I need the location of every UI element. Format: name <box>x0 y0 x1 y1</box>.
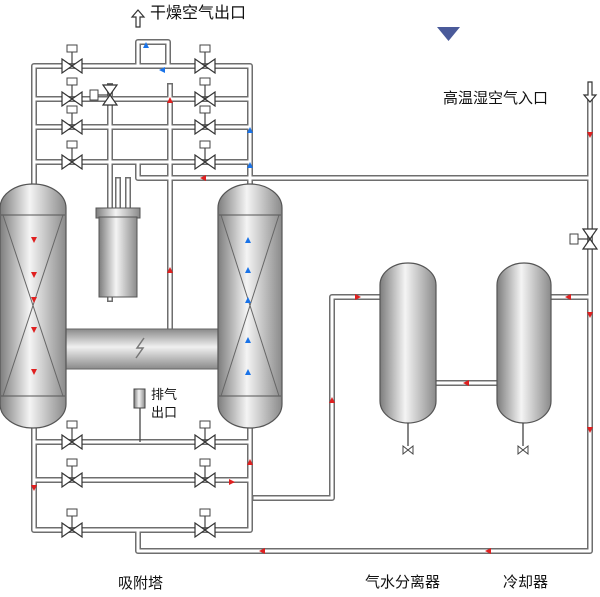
separator-label: 气水分离器 <box>365 573 441 591</box>
flow-arrow-icon <box>259 548 265 554</box>
flow-arrow-icon <box>565 294 571 300</box>
flow-arrow-icon <box>31 272 37 278</box>
flow-arrow-icon <box>245 369 251 375</box>
dry-air-outlet-label: 干燥空气出口 <box>150 3 247 22</box>
valve-icon <box>61 420 83 451</box>
flow-arrow-icon <box>247 127 253 133</box>
valve-icon <box>61 458 83 489</box>
flow-arrow-icon <box>247 459 253 465</box>
flow-arrow-icon <box>200 175 206 181</box>
adsorption-tower-label: 吸附塔 <box>118 574 164 592</box>
valves <box>61 44 599 539</box>
exhaust-silencer <box>133 388 146 442</box>
lightning-icon <box>135 337 145 359</box>
arrow-down-icon <box>582 81 598 103</box>
valve-icon <box>194 140 216 171</box>
flow-arrow-icon <box>329 397 335 403</box>
valve-icon <box>194 508 216 539</box>
valve-icon <box>194 458 216 489</box>
flow-arrow-icon <box>245 267 251 273</box>
valve-icon <box>569 228 599 250</box>
flow-arrow-icon <box>31 327 37 333</box>
humid-air-inlet-label: 高温湿空气入口 <box>443 89 549 107</box>
valve-icon <box>61 508 83 539</box>
adsorption-tower-left <box>0 183 67 429</box>
flow-arrow-icon <box>31 237 37 243</box>
valve-icon <box>61 105 83 136</box>
heater-cylinder <box>95 207 141 298</box>
flow-arrow-icon <box>247 162 253 168</box>
flow-arrow-icon <box>167 97 173 103</box>
flow-arrow-icon <box>245 297 251 303</box>
cooler-tank <box>496 262 552 456</box>
flow-arrow-icon <box>31 485 37 491</box>
flow-arrow-icon <box>229 479 235 485</box>
arrow-up-icon <box>130 9 146 28</box>
flow-arrow-icon <box>245 237 251 243</box>
exhaust-label-line1: 排气 <box>151 388 178 403</box>
flow-arrow-icon <box>463 380 469 386</box>
valve-icon <box>61 140 83 171</box>
flow-arrow-icon <box>485 548 491 554</box>
flow-arrow-icon <box>355 294 361 300</box>
triangle-down-icon <box>437 27 460 41</box>
valve-icon <box>194 44 216 75</box>
flow-arrow-icon <box>159 67 165 73</box>
flow-arrow-icon <box>587 427 593 433</box>
flow-arrow-icon <box>167 267 173 273</box>
valve-icon <box>89 84 119 106</box>
flow-arrow-icon <box>143 42 149 48</box>
cooler-label: 冷却器 <box>503 573 549 591</box>
valve-icon <box>194 77 216 108</box>
regeneration-heater-bridge <box>59 328 223 370</box>
valve-icon <box>194 420 216 451</box>
flow-arrow-icon <box>587 312 593 318</box>
valve-icon <box>61 44 83 75</box>
flow-arrow-icon <box>587 132 593 138</box>
flow-arrow-icon <box>245 337 251 343</box>
flow-arrows <box>31 42 593 554</box>
flow-arrow-icon <box>31 297 37 303</box>
valve-icon <box>194 105 216 136</box>
valve-icon <box>61 77 83 108</box>
exhaust-label-line2: 出口 <box>151 406 178 421</box>
air-water-separator <box>379 262 437 456</box>
adsorption-tower-right <box>217 183 283 429</box>
flow-arrow-icon <box>31 369 37 375</box>
